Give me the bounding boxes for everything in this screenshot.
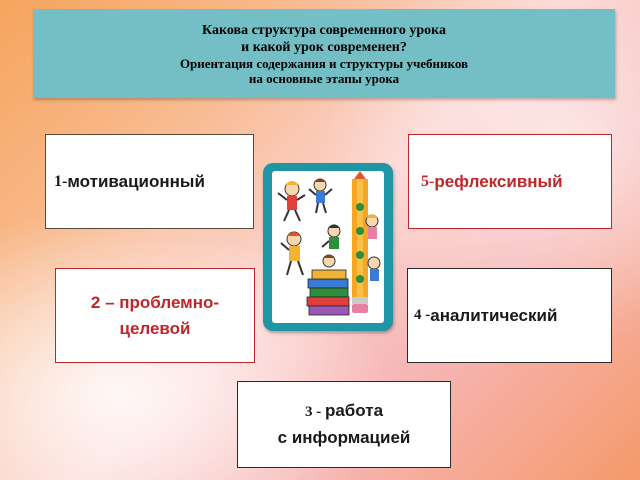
stage-label: рефлексивный: [434, 171, 563, 191]
stage-number: 4 -: [414, 307, 431, 323]
child-figure-icon: [277, 181, 306, 222]
title-line-3: Ориентация содержания и структуры учебни…: [179, 55, 469, 71]
stage-box-analytical: 4 - аналитический: [407, 268, 612, 363]
illustration-frame: [263, 163, 393, 331]
stage-label-line-2: с информацией: [277, 428, 411, 447]
stage-label: мотивационный: [67, 171, 205, 191]
title-line-2: и какой урок современен?: [241, 39, 407, 55]
stage-box-problem-goal: 2 – проблемно- целевой: [55, 268, 255, 363]
stage-number: 3 -: [304, 404, 325, 420]
child-figure-icon: [280, 231, 304, 276]
books-stack-icon: [306, 254, 350, 316]
illustration-canvas: [272, 171, 384, 323]
stage-number: 1-: [54, 172, 68, 190]
stage-label-line-2: целевой: [119, 318, 191, 338]
stage-box-information-work: 3 - работа с информацией: [237, 381, 451, 468]
child-figure-icon: [321, 224, 341, 249]
stage-number: 5-: [421, 172, 435, 190]
stage-box-motivational: 1-мотивационный: [45, 134, 254, 229]
stage-label-line-1: 2 – проблемно-: [90, 292, 220, 312]
child-figure-icon: [308, 178, 333, 214]
stage-box-reflexive: 5-рефлексивный: [408, 134, 612, 229]
child-figure-icon: [365, 214, 381, 281]
title-banner: Какова структура современного урока и ка…: [33, 9, 615, 98]
title-line-1: Какова структура современного урока: [202, 22, 446, 38]
pencil-icon: [352, 171, 368, 313]
title-line-4: на основные этапы урока: [248, 70, 400, 86]
children-with-books-pencil-illustration-icon: [277, 171, 381, 316]
stage-label: аналитический: [430, 305, 558, 325]
stage-label-line-1: 3 - работа: [305, 398, 383, 425]
stage-label: работа: [324, 401, 384, 420]
